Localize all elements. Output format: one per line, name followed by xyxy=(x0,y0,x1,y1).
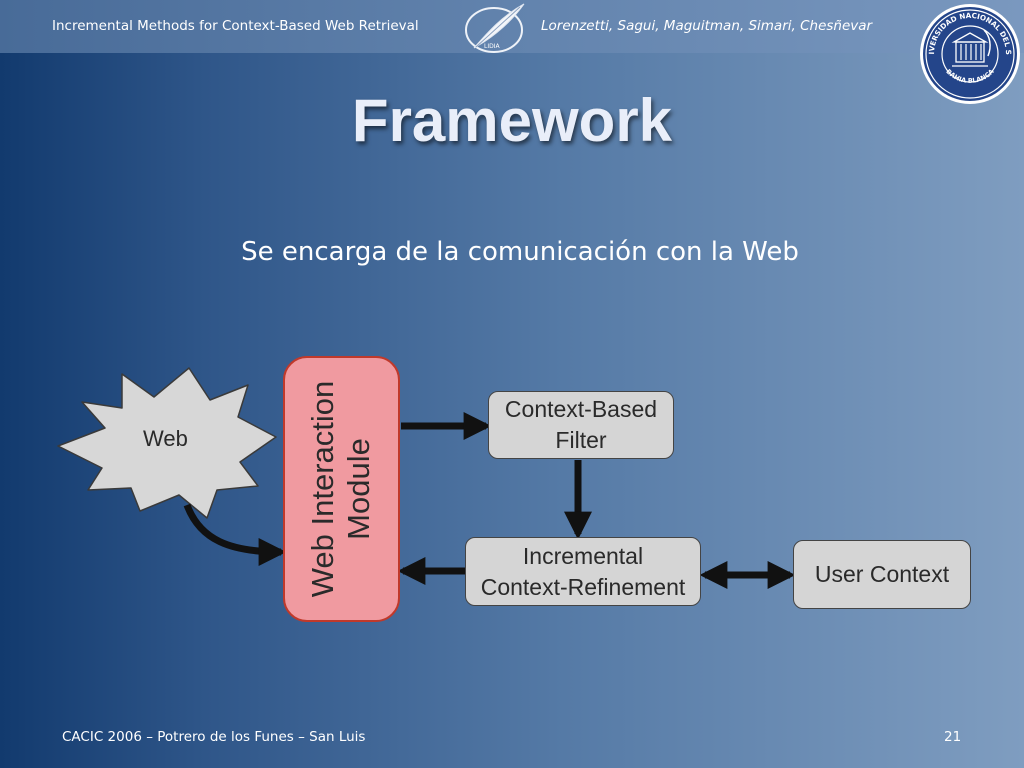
authors: Lorenzetti, Sagui, Maguitman, Simari, Ch… xyxy=(541,18,873,34)
quill-logo-icon: LIDIA xyxy=(465,3,525,53)
footer-conference: CACIC 2006 – Potrero de los Funes – San … xyxy=(62,729,366,745)
web-cloud-shape xyxy=(57,367,277,519)
web-interaction-module-box xyxy=(283,356,400,622)
user-context-box: User Context xyxy=(793,540,971,609)
arrow-web-to-module xyxy=(183,503,287,566)
slide-title: Framework xyxy=(351,87,673,154)
quill-logo-text: LIDIA xyxy=(484,43,501,50)
web-interaction-module-label: Web Interaction Module xyxy=(305,380,376,598)
incremental-context-refinement-box: Incremental Context-Refinement xyxy=(465,537,701,606)
slide-subtitle: Se encarga de la comunicación con la Web xyxy=(241,237,799,267)
header-bar xyxy=(0,0,1024,53)
university-seal-icon: UNIVERSIDAD NACIONAL DEL SUR BAHIA BLANC… xyxy=(918,2,1020,104)
page-number: 21 xyxy=(944,729,962,745)
web-label: Web xyxy=(143,426,188,451)
presentation-title: Incremental Methods for Context-Based We… xyxy=(52,18,419,34)
context-based-filter-box: Context-Based Filter xyxy=(488,391,674,459)
